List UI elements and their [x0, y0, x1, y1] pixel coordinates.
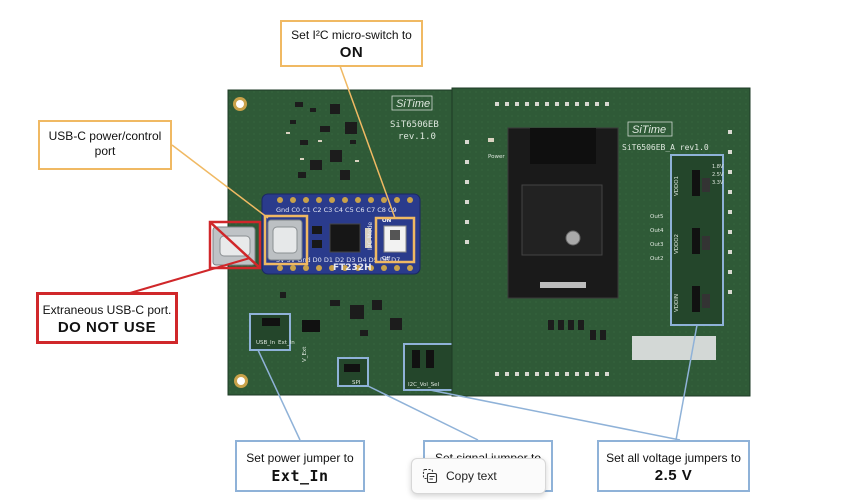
pin-labels-bottom: 3V 5V Gnd D0 D1 D2 D3 D4 D5 D6 D7: [276, 256, 400, 264]
i2c-switch-callout: Set I²C micro-switch to ON: [280, 20, 423, 67]
voltage-jumpers-callout-text: Set all voltage jumpers to: [606, 451, 741, 465]
i2c-vol-jumper: [412, 350, 420, 368]
svg-text:VDDO2: VDDO2: [674, 234, 680, 254]
voltage-callout-line: [675, 324, 698, 441]
voltage-2v5-label: 2.5V: [712, 172, 724, 178]
power-jumper-callout-text: Set power jumper to: [246, 451, 354, 465]
usb-power-callout-line2: port: [94, 144, 116, 158]
left-rev-label: rev.1.0: [398, 132, 436, 142]
voltage-jumpers-callout: Set all voltage jumpers to 2.5 V: [597, 440, 750, 492]
usb-power-callout-line1: USB-C power/control: [48, 129, 162, 143]
spi-label: SPI: [352, 380, 361, 386]
extraneous-callout-line: [129, 257, 251, 294]
power-jumper: [262, 318, 280, 326]
usb-in-label: USB_In: [256, 340, 276, 346]
usb-callout-line: [171, 144, 269, 219]
signal-jumper-callout-line: [367, 385, 479, 441]
copy-text-button[interactable]: Copy text: [411, 458, 546, 494]
voltage-jumper-vddin: VDDIN: [674, 286, 710, 312]
i2c-vol-callout-line: [429, 389, 681, 441]
power-label: Power: [488, 154, 505, 160]
right-pcb: SiTime SiT6506EB_A rev1.0 Power Out5 Out…: [451, 87, 751, 397]
ext-in-label: Ext_In: [278, 340, 295, 346]
out5-label: Out5: [650, 214, 664, 220]
i2c-vol-sel-label: I2C_Vol_Sel: [408, 382, 440, 388]
usb-power-highlight: [263, 214, 309, 266]
power-jumper-callout: Set power jumper to Ext_In: [235, 440, 365, 492]
left-model-label: SiT6506EB: [390, 120, 439, 130]
left-pcb: SiTime SiT6506EB rev.1.0: [208, 89, 457, 396]
chip-label: FT232H: [333, 263, 372, 273]
callout-lines: [129, 65, 698, 441]
voltage-jumpers-callout-value: 2.5 V: [654, 467, 693, 484]
vext-label: V_Ext: [302, 346, 308, 362]
switch-off-label: Off: [382, 256, 390, 262]
i2c-switch-callout-value: ON: [339, 44, 364, 61]
copy-text-icon: [422, 468, 438, 484]
extraneous-callout: Extraneous USB-C port. DO NOT USE: [36, 292, 178, 344]
voltage-jumper-vddo2: VDDO2: [674, 228, 710, 254]
voltage-1v8-label: 1.8V: [712, 164, 724, 170]
left-logo: SiTime: [396, 98, 430, 110]
extraneous-callout-text: Extraneous USB-C port.: [42, 303, 172, 317]
pin-labels-top: Gnd C0 C1 C2 C3 C4 C5 C6 C7 C8 C9: [276, 206, 397, 214]
voltage-3v3-label: 3.3V: [712, 180, 724, 186]
power-jumper-callout-value: Ext_In: [271, 467, 329, 485]
extraneous-highlight: [208, 220, 262, 270]
right-model-label: SiT6506EB_A rev1.0: [622, 143, 709, 152]
i2c-callout-line: [339, 65, 396, 219]
usb-power-callout: USB-C power/control port: [38, 120, 172, 170]
out3-label: Out3: [650, 242, 664, 248]
out4-label: Out4: [650, 228, 664, 234]
signal-jumper: [344, 364, 360, 372]
label-strip: [632, 336, 716, 360]
i2c-mode-label: I2C Mode: [367, 222, 374, 250]
svg-text:VDDO1: VDDO1: [674, 176, 680, 196]
power-jumper-callout-line: [257, 349, 301, 441]
ft232h-chip: [329, 223, 361, 253]
out2-label: Out2: [650, 256, 663, 262]
switch-on-label: ON: [382, 218, 392, 224]
extraneous-callout-value: DO NOT USE: [57, 319, 157, 336]
svg-text:VDDIN: VDDIN: [674, 294, 680, 312]
right-logo: SiTime: [632, 124, 666, 136]
voltage-jumper-vddo1: VDDO1: [674, 170, 710, 196]
i2c-switch-callout-text: Set I²C micro-switch to: [291, 28, 412, 42]
copy-text-label: Copy text: [446, 469, 497, 483]
